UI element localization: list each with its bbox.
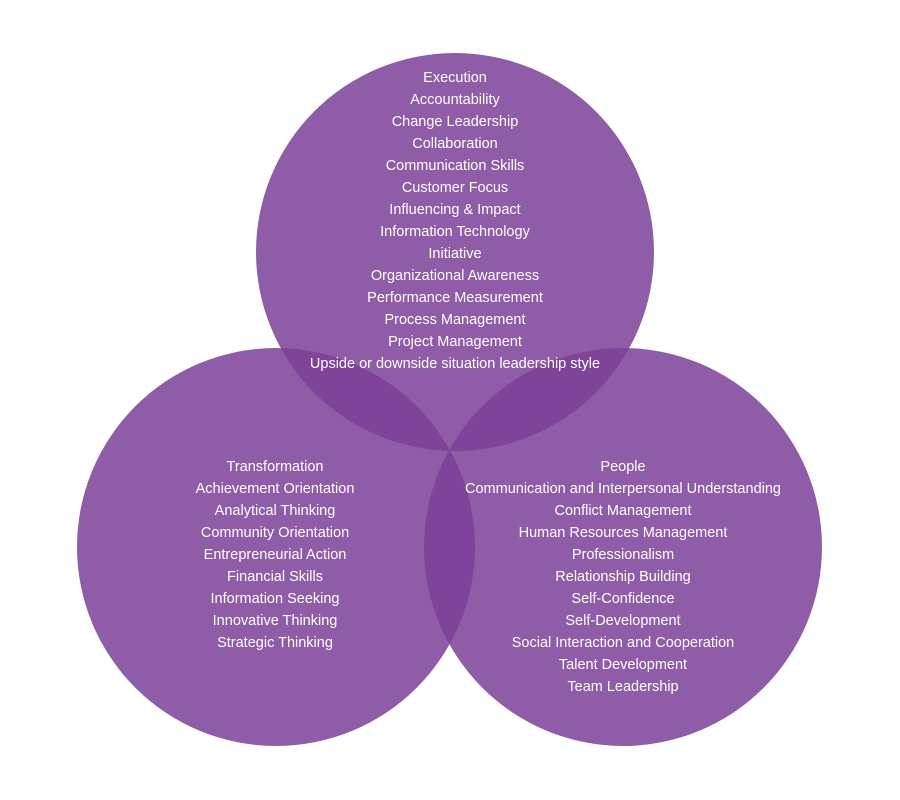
competency-item: Collaboration xyxy=(412,136,498,152)
competency-item: Achievement Orientation xyxy=(195,481,355,497)
competency-item: Financial Skills xyxy=(227,569,323,585)
circle-title: Execution xyxy=(423,70,487,86)
competency-item: Accountability xyxy=(410,92,500,108)
competency-item: Community Orientation xyxy=(200,525,350,541)
competency-item: Innovative Thinking xyxy=(212,613,338,629)
competency-item: Conflict Management xyxy=(554,503,692,519)
competency-item: Information Technology xyxy=(380,224,530,240)
competency-item: Upside or downside situation leadership … xyxy=(309,356,601,372)
competency-item: Initiative xyxy=(428,246,482,262)
competency-item: Social Interaction and Cooperation xyxy=(511,635,735,651)
circle-people xyxy=(424,348,822,746)
circle-transformation xyxy=(77,348,475,746)
competency-item: Influencing & Impact xyxy=(389,202,521,218)
competency-item: Performance Measurement xyxy=(367,290,543,306)
competency-item: Customer Focus xyxy=(401,180,509,196)
competency-item: Relationship Building xyxy=(555,569,691,585)
competency-item: Communication and Interpersonal Understa… xyxy=(465,481,781,497)
competency-item: Self-Development xyxy=(565,613,681,629)
competency-item: Strategic Thinking xyxy=(217,635,333,651)
competency-item: Team Leadership xyxy=(567,679,679,695)
competency-item: Process Management xyxy=(384,312,526,328)
competency-item: Organizational Awareness xyxy=(370,268,540,284)
circle-title: Transformation xyxy=(226,459,324,475)
competency-item: Analytical Thinking xyxy=(214,503,336,519)
competency-item: Human Resources Management xyxy=(518,525,728,541)
competency-item: Talent Development xyxy=(558,657,688,673)
circle-title: People xyxy=(600,459,646,475)
competency-item: Communication Skills xyxy=(385,158,525,174)
competency-item: Self-Confidence xyxy=(571,591,675,607)
competency-item: Project Management xyxy=(388,334,522,350)
competency-item: Entrepreneurial Action xyxy=(203,547,347,563)
competency-item: Professionalism xyxy=(571,547,675,563)
competency-item: Change Leadership xyxy=(391,114,519,130)
competency-item: Information Seeking xyxy=(210,591,340,607)
